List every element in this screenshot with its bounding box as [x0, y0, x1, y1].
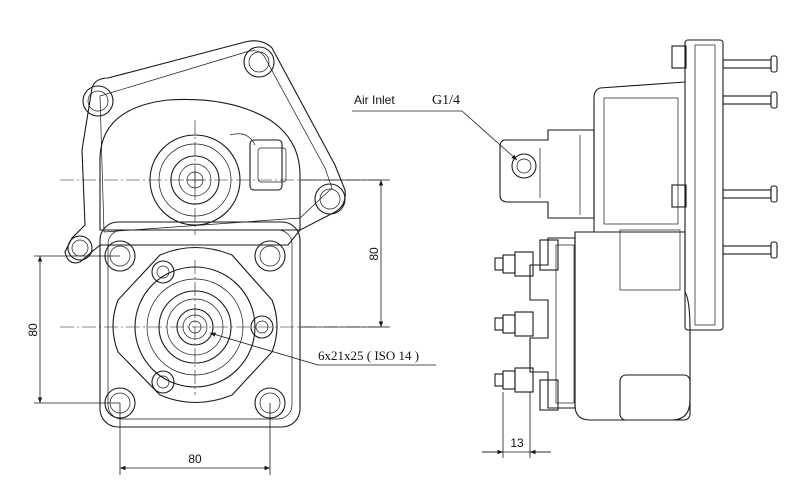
lower-bracket [619, 374, 691, 421]
stud-top [151, 260, 175, 284]
side-view [494, 39, 778, 421]
side-fitting [249, 139, 283, 191]
dim-width-bottom: 80 [188, 452, 202, 466]
pump-bolts [494, 239, 559, 411]
upper-body-dome [99, 98, 301, 231]
bolt-hole-left [67, 235, 93, 261]
mounting-studs [722, 55, 778, 259]
lower-housing [574, 231, 691, 421]
shaft-spec-label: 6x21x25 ( ISO 14 ) [318, 348, 419, 363]
bolt-hole-top-right [243, 46, 275, 78]
lower-body [99, 221, 301, 428]
bolt-hole-lower-tr [254, 240, 286, 272]
bolt-hole-right [314, 183, 346, 215]
thread-label: G1/4 [432, 93, 460, 108]
bolt-hole-top-left [82, 85, 114, 117]
front-view [60, 40, 390, 428]
air-inlet-port [511, 153, 537, 179]
nut-mid [671, 184, 687, 208]
dim-height-left: 80 [26, 323, 40, 337]
mounting-plate [684, 39, 724, 331]
upper-housing [593, 81, 686, 233]
dim-offset: 13 [510, 436, 524, 450]
dim-height-right: 80 [367, 247, 381, 261]
stud-right [250, 315, 274, 339]
dimension-lines [34, 110, 551, 475]
air-inlet-block [499, 129, 595, 219]
pump-flange [112, 247, 278, 403]
pump-body [529, 237, 576, 409]
stud-bottom [151, 370, 175, 394]
air-inlet-label: Air Inlet [354, 93, 395, 107]
nut-top [671, 45, 687, 69]
upper-flange-outline [64, 40, 346, 264]
upper-flange-inner [99, 50, 333, 233]
